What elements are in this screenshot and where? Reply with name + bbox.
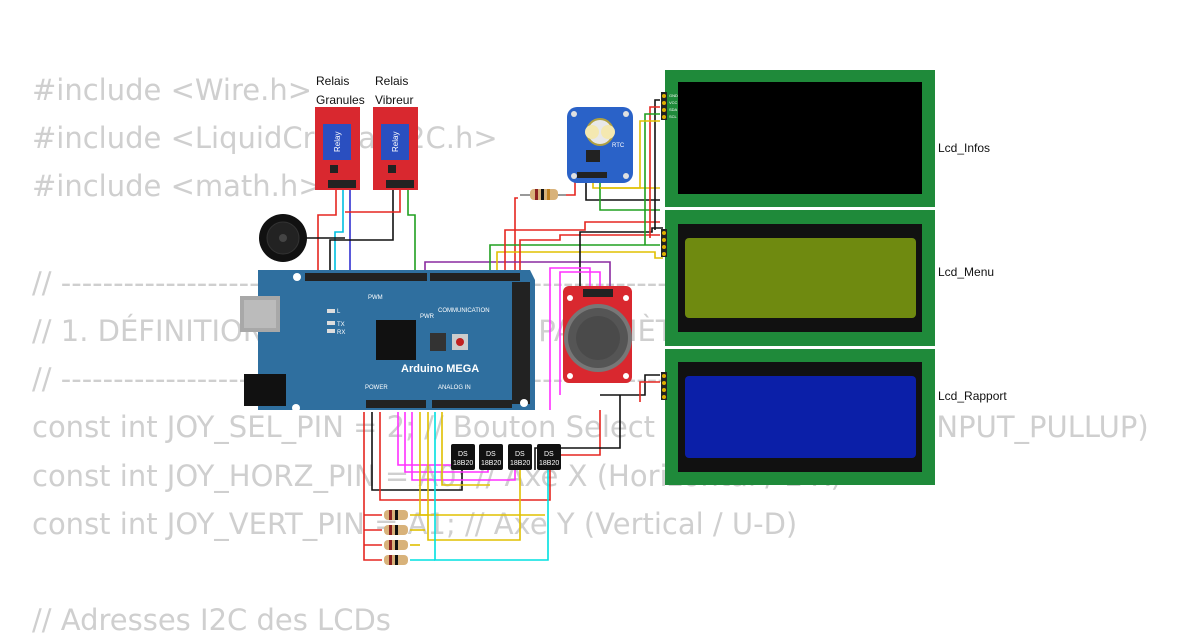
led-tx-label: TX <box>337 322 345 328</box>
sensor-1-line2: 18B20 <box>453 460 474 467</box>
resistor-rtc <box>520 189 566 200</box>
rtc-module[interactable] <box>567 107 633 183</box>
resistors-pullup <box>384 510 408 565</box>
sensor-2-line2: 18B20 <box>481 460 502 467</box>
arduino-comm-label: COMMUNICATION <box>438 308 490 314</box>
code-line: #include <Wire.h> <box>32 73 313 107</box>
sensor-1-line1: DS <box>458 451 468 458</box>
lcd-menu[interactable] <box>665 210 935 346</box>
lcd-infos-pin-vcc: VCC <box>669 100 678 105</box>
ds18b20-sensors <box>451 444 561 470</box>
sensor-2-line1: DS <box>486 451 496 458</box>
lcd-rapport-label: Lcd_Rapport <box>938 389 1007 403</box>
circuit-diagram <box>240 70 935 565</box>
rtc-label: RTC <box>612 143 625 149</box>
lcd-infos-label: Lcd_Infos <box>938 141 991 155</box>
wires <box>306 99 663 561</box>
lcd-infos-pins <box>661 92 667 120</box>
lcd-rapport-pins <box>661 372 667 400</box>
relay-granules-chip-text: Relay <box>333 131 342 152</box>
arduino-power-label: POWER <box>365 385 388 391</box>
code-line: #include <math.h> <box>32 169 323 204</box>
lcd-menu-label: Lcd_Menu <box>938 265 995 279</box>
lcd-infos-screen <box>678 82 922 194</box>
lcd-menu-screen <box>685 238 916 318</box>
led-rx-label: RX <box>337 330 346 336</box>
lcd-rapport[interactable] <box>665 349 935 485</box>
sensor-4-line2: 18B20 <box>539 460 560 467</box>
sensor-4 <box>537 444 561 470</box>
lcd-infos-pin-sda: SDA <box>669 107 678 112</box>
buzzer[interactable] <box>259 214 307 262</box>
pwr-label: PWR <box>420 314 434 320</box>
relay-granules-label-2: Granules <box>316 93 365 107</box>
lcd-infos-pin-gnd: GND <box>669 93 678 98</box>
relay-vibreur-label-2: Vibreur <box>375 93 414 107</box>
lcd-menu-pins <box>661 229 667 257</box>
relay-granules[interactable] <box>315 107 360 190</box>
lcd-infos-pin-scl: SCL <box>669 114 677 119</box>
sensor-4-line1: DS <box>544 451 554 458</box>
code-line: const int JOY_HORZ_PIN = A0; // Axe X (H… <box>32 458 842 493</box>
arduino-analog-label: ANALOG IN <box>438 385 471 391</box>
relay-vibreur[interactable] <box>373 107 418 190</box>
sensor-3 <box>508 444 532 470</box>
led-l-label: L <box>337 309 341 315</box>
power-jack <box>244 374 286 406</box>
sensor-2 <box>479 444 503 470</box>
lcd-rapport-screen <box>685 376 916 458</box>
sensor-1 <box>451 444 475 470</box>
arduino-pwm-label: PWM <box>368 295 383 301</box>
joystick[interactable] <box>563 286 632 383</box>
arduino-mega[interactable] <box>240 270 535 412</box>
relay-vibreur-label-1: Relais <box>375 74 409 88</box>
lcd-infos[interactable] <box>665 70 935 207</box>
arduino-name: Arduino MEGA <box>401 363 480 375</box>
code-editor-background: #include <Wire.h>#include <LiquidCrystal… <box>32 66 1149 644</box>
relay-vibreur-chip-text: Relay <box>391 131 400 152</box>
sensor-3-line1: DS <box>515 451 525 458</box>
relay-granules-label-1: Relais <box>316 74 350 88</box>
sensor-3-line2: 18B20 <box>510 460 531 467</box>
